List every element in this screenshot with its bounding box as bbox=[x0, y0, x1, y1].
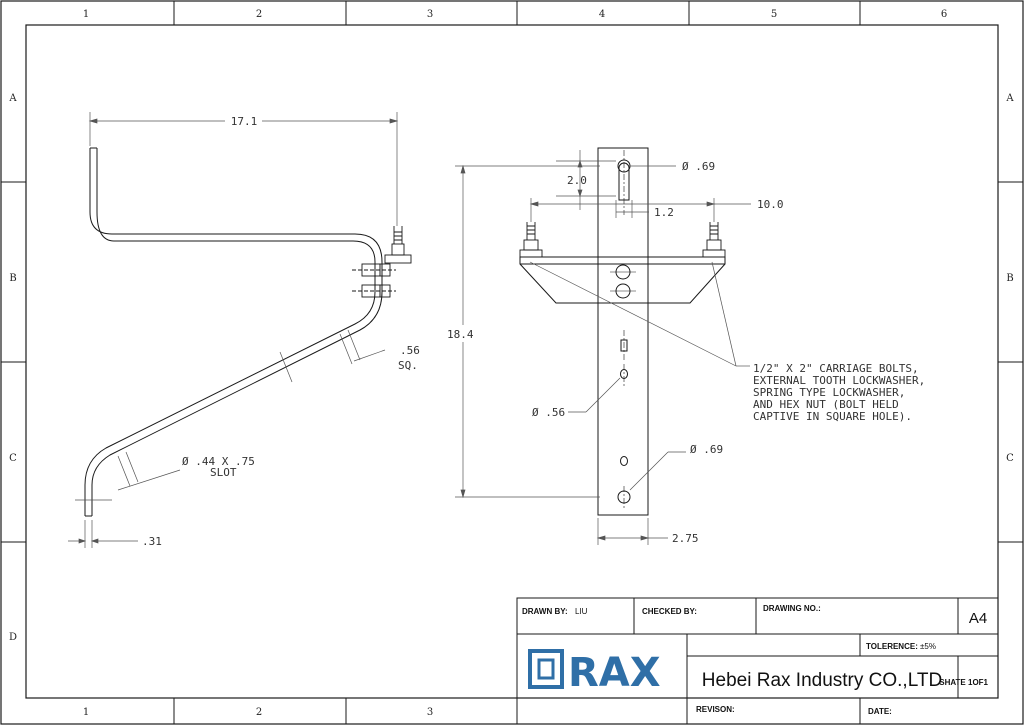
dim-top-hole: Ø .69 bbox=[682, 160, 715, 173]
frame-labels: 1 2 3 4 5 6 1 2 3 A B C D A B C bbox=[8, 9, 1014, 718]
tolerance-value: ±5% bbox=[920, 642, 936, 651]
revision-label: REVISON: bbox=[696, 705, 735, 714]
front-view-cross-arm bbox=[519, 256, 726, 304]
col-label: 2 bbox=[256, 9, 262, 20]
title-block-text: DRAWN BY: LIU CHECKED BY: DRAWING NO.: A… bbox=[522, 604, 989, 716]
row-label: C bbox=[1006, 453, 1014, 464]
dim-hole-spacing: 1.2 bbox=[654, 206, 674, 219]
row-label: A bbox=[1005, 93, 1014, 104]
dim-square-note: SQ. bbox=[398, 359, 418, 372]
side-view-bracket bbox=[84, 147, 383, 517]
row-label: D bbox=[9, 632, 17, 643]
dim-slot-note: SLOT bbox=[210, 466, 237, 479]
drawn-by-label: DRAWN BY: bbox=[522, 607, 568, 616]
row-label: A bbox=[8, 93, 17, 104]
note-line: CAPTIVE IN SQUARE HOLE). bbox=[753, 410, 912, 423]
hardware-note: 1/2" X 2" CARRIAGE BOLTS, EXTERNAL TOOTH… bbox=[753, 362, 925, 423]
row-label: B bbox=[9, 273, 16, 284]
logo-text: RAX bbox=[568, 650, 661, 696]
front-view-bar bbox=[597, 147, 649, 516]
front-view: Ø .69 2.0 1.2 10.0 18.4 Ø .56 Ø .69 2.75… bbox=[447, 147, 925, 545]
tolerance-label: TOLERENCE: bbox=[866, 642, 918, 651]
front-view-bolts bbox=[519, 222, 726, 258]
dim-top-offset: 2.0 bbox=[567, 174, 587, 187]
company-logo: RAX bbox=[528, 649, 661, 696]
drawn-by-value: LIU bbox=[575, 607, 588, 616]
col-label: 2 bbox=[256, 707, 262, 718]
logo-square-icon bbox=[528, 649, 564, 689]
col-label: 1 bbox=[83, 707, 89, 718]
title-block-grid bbox=[516, 597, 999, 724]
dim-mid-hole: Ø .56 bbox=[532, 406, 565, 419]
title-block: DRAWN BY: LIU CHECKED BY: DRAWING NO.: A… bbox=[516, 597, 999, 724]
drawing-no-label: DRAWING NO.: bbox=[763, 604, 821, 613]
col-label: 1 bbox=[83, 9, 89, 20]
note-line: 1/2" X 2" CARRIAGE BOLTS, bbox=[753, 362, 919, 375]
row-label: B bbox=[1006, 273, 1013, 284]
note-line: EXTERNAL TOOTH LOCKWASHER, bbox=[753, 374, 925, 387]
dim-overall-height: 18.4 bbox=[447, 328, 474, 341]
dim-bottom-hole: Ø .69 bbox=[690, 443, 723, 456]
col-label: 3 bbox=[427, 9, 433, 20]
front-view-labels: Ø .69 2.0 1.2 10.0 18.4 Ø .56 Ø .69 2.75 bbox=[447, 160, 784, 545]
checked-by-label: CHECKED BY: bbox=[642, 607, 697, 616]
dim-bolt-span: 10.0 bbox=[757, 198, 784, 211]
dim-bar-width: 2.75 bbox=[672, 532, 699, 545]
note-line: AND HEX NUT (BOLT HELD bbox=[753, 398, 899, 411]
dim-slot: Ø .44 X .75 bbox=[182, 455, 255, 468]
dim-overall-width: 17.1 bbox=[231, 115, 258, 128]
col-label: 4 bbox=[599, 9, 605, 20]
sheet-size: A4 bbox=[969, 610, 987, 627]
dim-thickness: .31 bbox=[142, 535, 162, 548]
col-label: 5 bbox=[771, 9, 777, 20]
row-label: C bbox=[9, 453, 17, 464]
front-view-dimensions bbox=[455, 150, 751, 545]
col-label: 6 bbox=[941, 9, 947, 20]
date-label: DATE: bbox=[868, 707, 892, 716]
company-name: Hebei Rax Industry CO.,LTD bbox=[702, 670, 942, 691]
col-label: 3 bbox=[427, 707, 433, 718]
dim-square-hole: .56 bbox=[400, 344, 420, 357]
note-line: SPRING TYPE LOCKWASHER, bbox=[753, 386, 905, 399]
side-view-hardware bbox=[352, 226, 412, 298]
side-view-dimensions bbox=[68, 112, 399, 548]
side-view-labels: 17.1 .56 SQ. Ø .44 X .75 SLOT .31 bbox=[142, 115, 420, 548]
side-view: 17.1 .56 SQ. Ø .44 X .75 SLOT .31 bbox=[68, 112, 420, 548]
sheet-number: SHATE 1OF1 bbox=[939, 678, 988, 687]
